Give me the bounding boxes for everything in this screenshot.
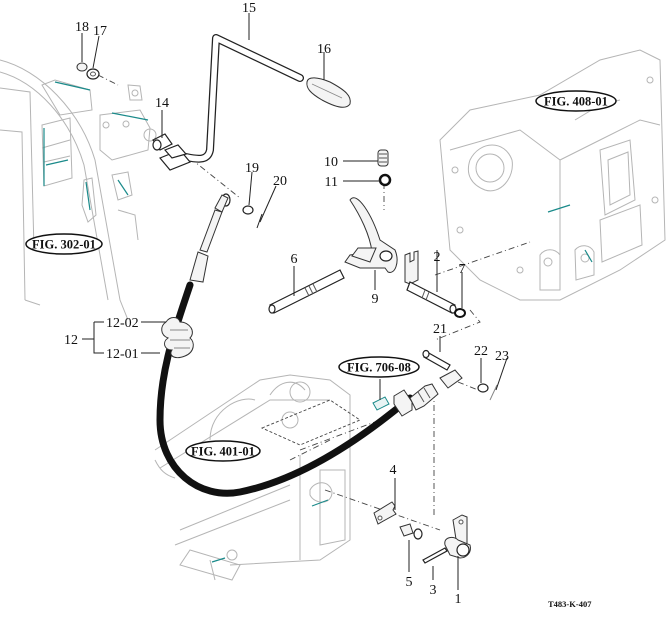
callout-6: 6 xyxy=(291,252,298,267)
part-15-shift-lever[interactable] xyxy=(159,34,304,171)
lower-transmission-housing xyxy=(154,374,361,581)
leader-lines xyxy=(81,13,508,590)
drawing-code: T483-K-407 xyxy=(548,599,592,609)
part-16-knob[interactable] xyxy=(306,77,351,108)
part-23-cotter-pin xyxy=(489,384,498,401)
callout-4: 4 xyxy=(390,463,397,478)
callout-labels: 18 17 14 15 16 19 20 10 11 6 9 2 7 21 22… xyxy=(64,1,509,607)
callout-12-01: 12-01 xyxy=(106,347,139,362)
part-9-shift-fork[interactable] xyxy=(344,197,398,273)
part-22-washer[interactable] xyxy=(477,383,489,393)
part-12-02-boot[interactable] xyxy=(161,317,194,359)
bolt-fig-706[interactable] xyxy=(372,396,390,411)
callout-22: 22 xyxy=(474,344,488,359)
figref-401-01[interactable]: FIG. 401-01 xyxy=(185,440,261,462)
figref-401-label: FIG. 401-01 xyxy=(191,445,255,459)
part-12-control-cable[interactable] xyxy=(156,193,414,497)
callout-20: 20 xyxy=(273,174,287,189)
callout-5: 5 xyxy=(406,575,413,590)
callout-10: 10 xyxy=(324,155,338,170)
assembly-centerlines xyxy=(97,74,531,531)
callout-7: 7 xyxy=(459,262,466,277)
part-18-snap-ring[interactable] xyxy=(76,62,88,72)
left-frame-housing xyxy=(0,59,157,321)
callout-3: 3 xyxy=(430,583,437,598)
part-10-spring[interactable] xyxy=(377,149,389,167)
part-14-bushing[interactable] xyxy=(152,133,173,151)
figref-706-label: FIG. 706-08 xyxy=(347,361,411,375)
figref-408-01[interactable]: FIG. 408-01 xyxy=(535,90,617,112)
callout-11: 11 xyxy=(325,175,338,190)
callout-16: 16 xyxy=(317,42,331,57)
callout-18: 18 xyxy=(75,20,89,35)
part-19-washer[interactable] xyxy=(242,205,254,215)
part-17-washer[interactable] xyxy=(86,68,100,80)
callout-23: 23 xyxy=(495,349,509,364)
part-5-bolt[interactable] xyxy=(399,523,423,540)
part-2-shaft[interactable] xyxy=(404,250,457,314)
part-11-ball[interactable] xyxy=(378,173,392,187)
cable-end-fitting[interactable] xyxy=(393,369,463,417)
figref-706-08[interactable]: FIG. 706-08 xyxy=(338,356,420,378)
callout-17: 17 xyxy=(93,24,107,39)
right-transmission-housing xyxy=(439,49,666,301)
part-1-arm[interactable] xyxy=(444,514,471,559)
callout-12-02: 12-02 xyxy=(106,316,139,331)
figref-408-label: FIG. 408-01 xyxy=(544,95,608,109)
part-21-pin[interactable] xyxy=(422,349,451,371)
part-3-pin[interactable] xyxy=(422,547,448,564)
callout-1: 1 xyxy=(455,592,462,607)
part-4-lock-plate[interactable] xyxy=(373,501,397,525)
figref-302-label: FIG. 302-01 xyxy=(32,238,96,252)
callout-12: 12 xyxy=(64,333,78,348)
part-6-shift-rod[interactable] xyxy=(268,269,345,314)
part-7-o-ring[interactable] xyxy=(454,308,466,318)
callout-15: 15 xyxy=(242,1,256,16)
callout-19: 19 xyxy=(245,161,259,176)
part-20-cotter-pin xyxy=(256,213,263,229)
callout-21: 21 xyxy=(433,322,447,337)
callout-9: 9 xyxy=(372,292,379,307)
figref-302-01[interactable]: FIG. 302-01 xyxy=(25,233,103,255)
callout-14: 14 xyxy=(155,96,169,111)
callout-2: 2 xyxy=(434,250,441,265)
